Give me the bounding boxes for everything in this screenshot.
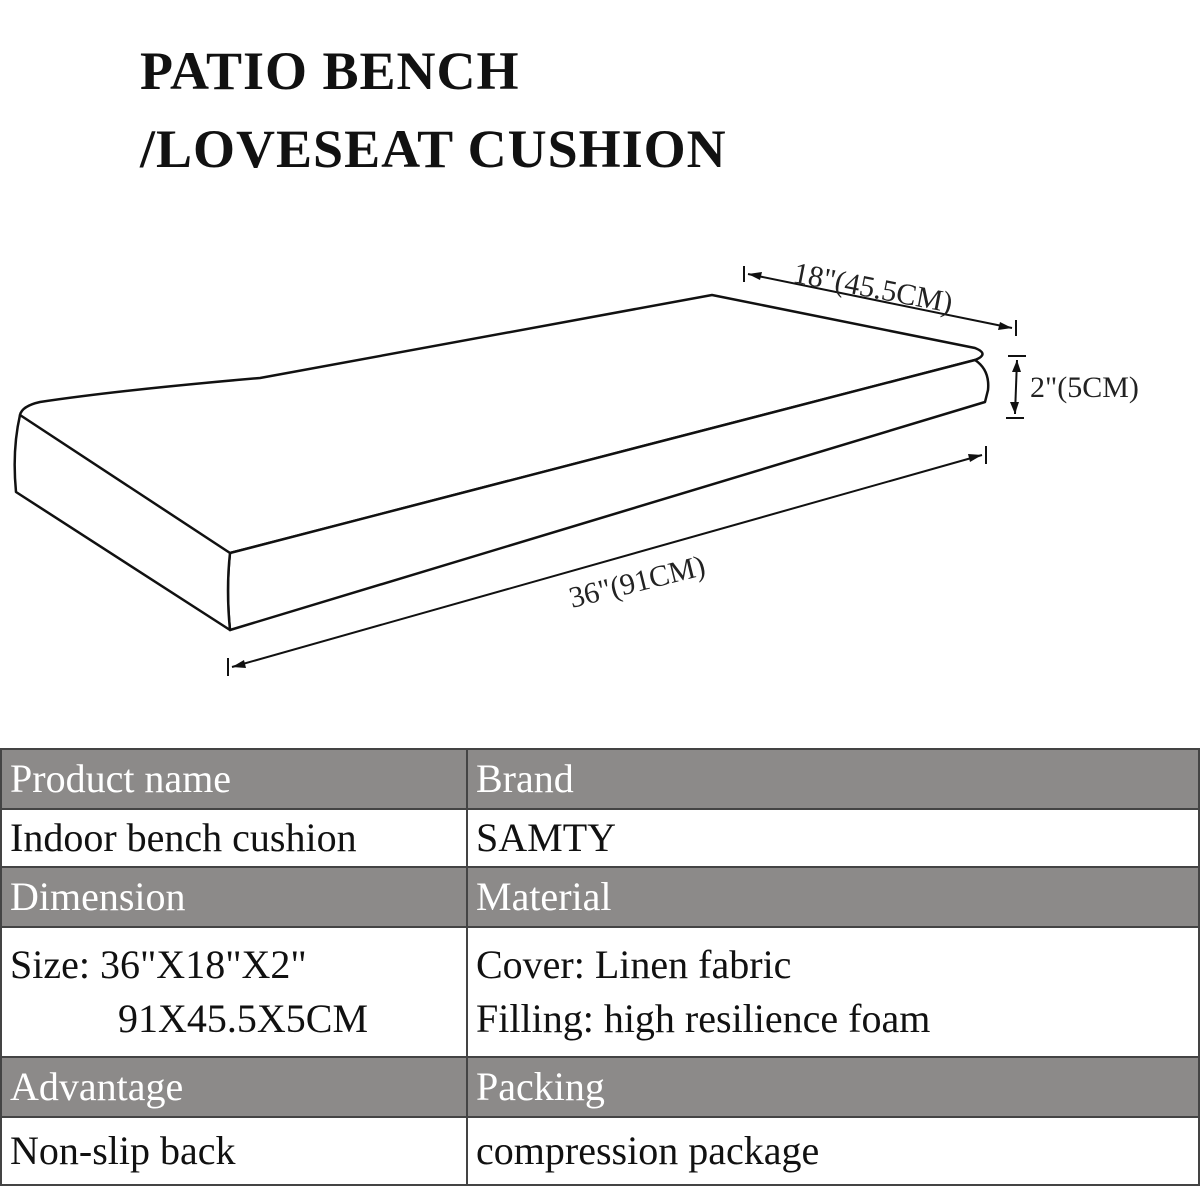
height-label: 2"(5CM) xyxy=(1030,371,1139,404)
value-cell-product-name: Indoor bench cushion xyxy=(0,808,468,868)
size-inches: Size: 36"X18"X2" xyxy=(10,942,307,987)
length-label: 36"(91CM) xyxy=(566,549,709,615)
material-filling: Filling: high resilience foam xyxy=(476,996,931,1041)
table-row: Advantage Packing xyxy=(0,1056,1200,1118)
length-dimension-arrow xyxy=(227,446,987,676)
table-row: Non-slip back compression package xyxy=(0,1116,1200,1186)
table-row: Size: 36"X18"X2" 91X45.5X5CM Cover: Line… xyxy=(0,926,1200,1058)
table-row: Indoor bench cushion SAMTY xyxy=(0,808,1200,868)
title-line-1: PATIO BENCH xyxy=(140,41,520,101)
header-cell-material: Material xyxy=(466,866,1200,928)
value-cell-dimension: Size: 36"X18"X2" 91X45.5X5CM xyxy=(0,926,468,1058)
value-cell-brand: SAMTY xyxy=(466,808,1200,868)
header-cell-product-name: Product name xyxy=(0,748,468,810)
table-row: Dimension Material xyxy=(0,866,1200,928)
value-cell-material: Cover: Linen fabric Filling: high resili… xyxy=(466,926,1200,1058)
header-cell-dimension: Dimension xyxy=(0,866,468,928)
table-row: Product name Brand xyxy=(0,748,1200,810)
depth-dimension-arrow xyxy=(743,266,1017,336)
spec-table: Product name Brand Indoor bench cushion … xyxy=(0,748,1200,1186)
title-line-2: /LOVESEAT CUSHION xyxy=(140,119,727,179)
size-centimeters: 91X45.5X5CM xyxy=(118,996,369,1041)
header-cell-advantage: Advantage xyxy=(0,1056,468,1118)
material-cover: Cover: Linen fabric xyxy=(476,942,792,987)
value-cell-packing: compression package xyxy=(466,1116,1200,1186)
page-title: PATIO BENCH /LOVESEAT CUSHION xyxy=(140,32,727,188)
cushion-left-face xyxy=(13,413,232,632)
cushion-dimension-diagram: 18"(45.5CM) 2"(5CM) 36"(91CM) xyxy=(0,230,1200,700)
header-cell-brand: Brand xyxy=(466,748,1200,810)
depth-label: 18"(45.5CM) xyxy=(791,256,956,319)
header-cell-packing: Packing xyxy=(466,1056,1200,1118)
height-dimension-arrow xyxy=(1006,355,1026,419)
value-cell-advantage: Non-slip back xyxy=(0,1116,468,1186)
